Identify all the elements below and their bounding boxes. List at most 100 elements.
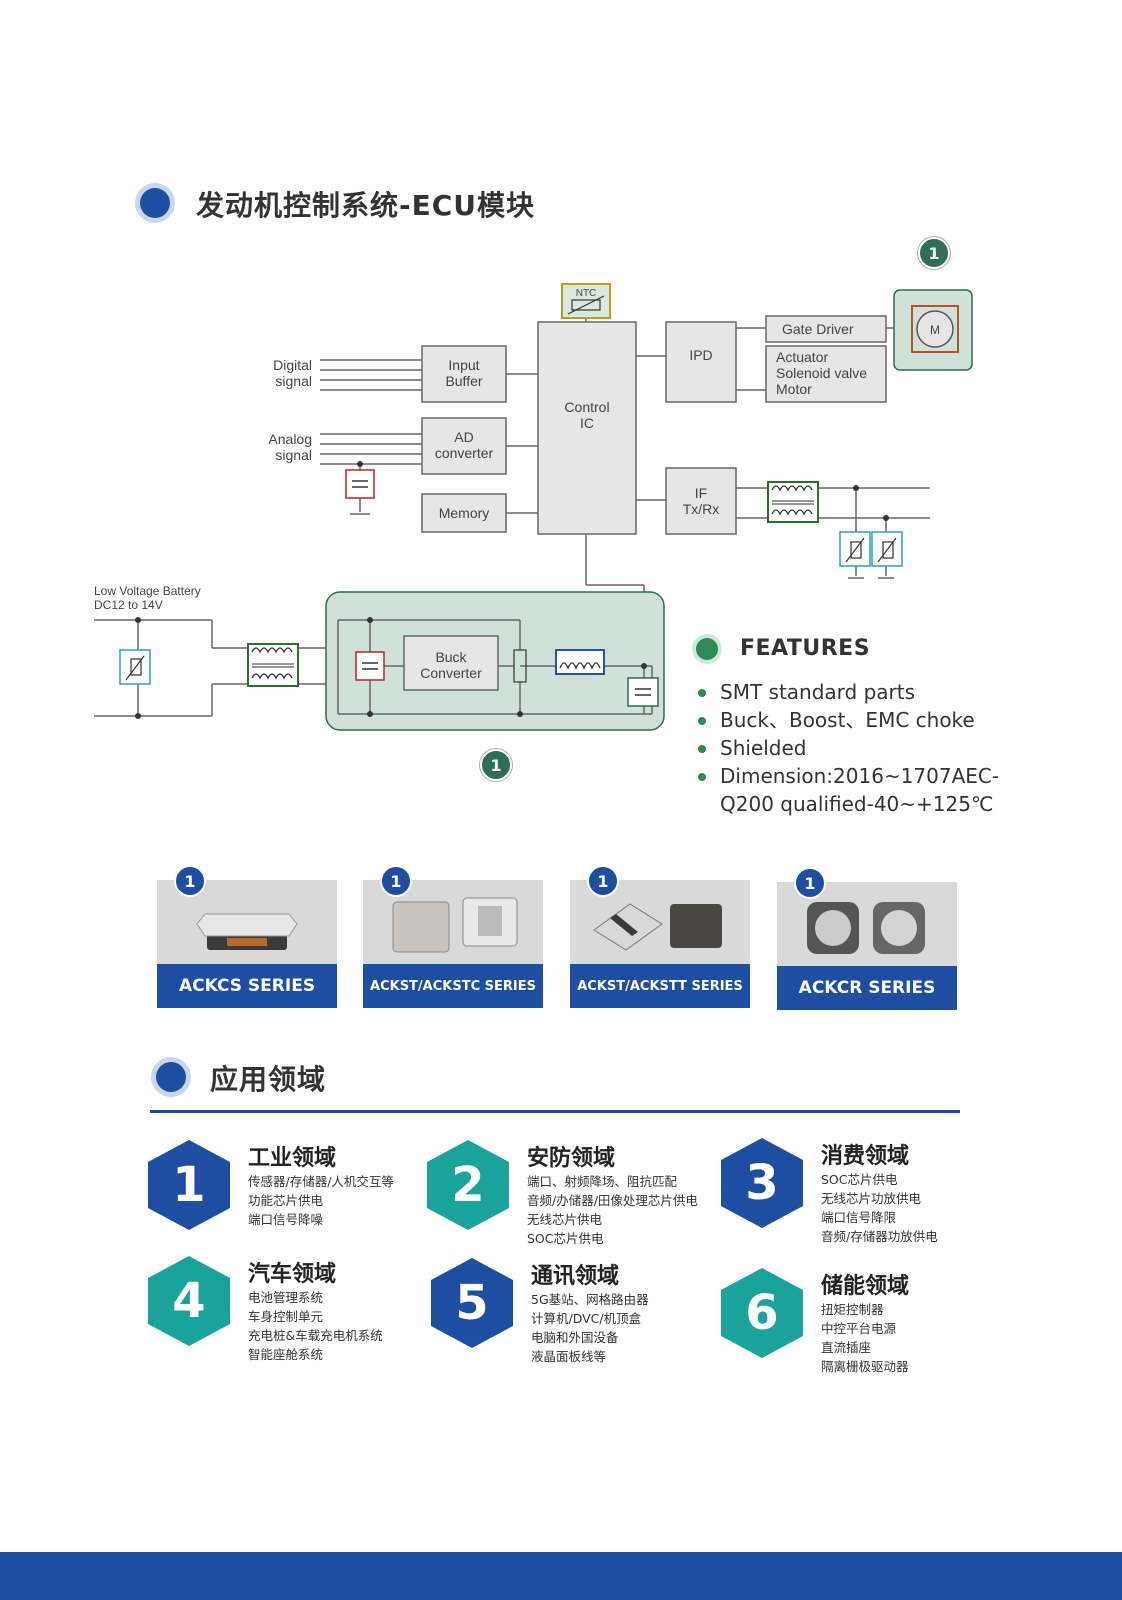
control-ic-label-1: Control [564, 399, 609, 415]
diagram-badge-buck: 1 [480, 749, 512, 781]
actuator-block [765, 345, 887, 403]
section-bullet-icon [156, 1062, 186, 1092]
app-number: 2 [451, 1157, 485, 1213]
app-title: 安防领域 [527, 1146, 616, 1171]
app-line: 无线芯片功放供电 [821, 1191, 922, 1206]
battery-label-1: Low Voltage Battery [94, 584, 201, 598]
product-card-ackst-ackstc[interactable]: ACKST/ACKSTC SERIES 1 [363, 865, 543, 1008]
digital-signal-label-2: signal [275, 373, 312, 389]
analog-signal-label-1: Analog [268, 431, 312, 447]
app-description: SOC芯片供电 无线芯片功放供电 端口信号降限 音频/存储器功放供电 [821, 1170, 938, 1246]
product-series-label: ACKST/ACKSTC SERIES [363, 964, 543, 1008]
actuator-label-2: Solenoid valve [776, 365, 867, 381]
app-line: 扭矩控制器 [821, 1302, 884, 1317]
app-line: 液晶面板线等 [531, 1349, 607, 1364]
control-ic-block [537, 321, 637, 535]
product-card-ackst-ackstt[interactable]: ACKST/ACKSTT SERIES 1 [570, 865, 750, 1008]
section-title-ecu: 发动机控制系统-ECU模块 [196, 189, 536, 222]
if-txrx-block [665, 467, 737, 535]
hexagon-icon [427, 1140, 509, 1230]
product-card-ackcr[interactable]: ACKCR SERIES 1 [777, 867, 957, 1010]
app-line: 直流插座 [821, 1340, 872, 1355]
product-series-label: ACKST/ACKSTT SERIES [570, 964, 750, 1008]
app-line: 传感器/存储器/人机交互等 [248, 1174, 394, 1189]
product-badge: 1 [794, 867, 826, 899]
gate-driver-block [765, 315, 887, 343]
app-line: 中控平台电源 [821, 1321, 897, 1336]
input-buffer-block [421, 345, 507, 403]
product-series-label: ACKCS SERIES [157, 964, 337, 1008]
app-title: 储能领域 [821, 1274, 910, 1299]
motor-label: M [930, 323, 940, 337]
feature-item: Buck、Boost、EMC choke [698, 706, 1000, 734]
inductor-icon [196, 913, 298, 950]
app-number: 6 [745, 1285, 779, 1341]
control-ic-label-2: IC [580, 415, 594, 431]
analog-signal-label-2: signal [275, 447, 312, 463]
app-number: 3 [745, 1155, 779, 1211]
hexagon-icon [148, 1256, 230, 1346]
app-line: 电脑和外国没备 [531, 1330, 619, 1345]
ntc-label: NTC [576, 288, 597, 299]
app-line: 计算机/DVC/机顶盒 [531, 1311, 642, 1326]
buck-label-1: Buck [435, 649, 467, 665]
app-line: 电池管理系统 [248, 1290, 324, 1305]
app-line: 端口信号降噪 [248, 1212, 324, 1227]
app-title: 汽车领域 [248, 1262, 337, 1287]
feature-item: Shielded [698, 734, 1000, 762]
app-line: 音频/办储器/田像处理芯片供电 [527, 1193, 698, 1208]
product-badge: 1 [174, 865, 206, 897]
diagram-badge-motor: 1 [918, 237, 950, 269]
app-description: 5G基站、网格路由器 计算机/DVC/机顶盒 电脑和外国没备 液晶面板线等 [531, 1290, 649, 1366]
app-line: 充电桩&车载充电机系统 [248, 1328, 383, 1343]
buck-label-2: Converter [420, 665, 482, 681]
feature-item: Dimension:2016~1707AEC-Q200 qualified-40… [698, 762, 1000, 818]
app-description: 传感器/存储器/人机交互等 功能芯片供电 端口信号降噪 [248, 1172, 394, 1229]
app-title: 通讯领域 [531, 1264, 620, 1289]
app-line: 端口信号降限 [821, 1210, 897, 1225]
ipd-label: IPD [689, 347, 712, 363]
product-series-label: ACKCR SERIES [777, 966, 957, 1010]
hexagon-icon [721, 1268, 803, 1358]
product-badge: 1 [380, 865, 412, 897]
app-line: 智能座舱系统 [248, 1347, 324, 1362]
section-divider [150, 1110, 960, 1113]
app-line: 端口、射频降场、阻抗匹配 [527, 1174, 678, 1189]
hexagon-icon [431, 1258, 513, 1348]
battery-label-2: DC12 to 14V [94, 598, 163, 612]
app-line: SOC芯片供电 [821, 1172, 898, 1187]
gate-driver-label: Gate Driver [782, 321, 854, 337]
app-title: 工业领域 [248, 1146, 337, 1171]
product-image [157, 880, 337, 964]
memory-block [421, 493, 507, 533]
app-line: 功能芯片供电 [248, 1193, 324, 1208]
product-image [363, 880, 543, 964]
app-description: 端口、射频降场、阻抗匹配 音频/办储器/田像处理芯片供电 无线芯片供电 SOC芯… [527, 1172, 698, 1248]
actuator-label-1: Actuator [776, 349, 828, 365]
footer-bar [0, 1552, 1122, 1600]
app-line: 5G基站、网格路由器 [531, 1292, 649, 1307]
txrx-label: Tx/Rx [683, 501, 720, 517]
inductor-icon [392, 897, 518, 953]
app-number: 4 [172, 1273, 206, 1329]
input-buffer-label-1: Input [448, 357, 479, 373]
section-bullet-icon [140, 188, 170, 218]
memory-label: Memory [439, 505, 490, 521]
feature-item: SMT standard parts [698, 678, 1000, 706]
features-bullet-icon [696, 638, 718, 660]
app-title: 消费领域 [821, 1144, 910, 1169]
ad-converter-block [421, 417, 507, 475]
input-buffer-label-2: Buffer [445, 373, 482, 389]
features-list: SMT standard parts Buck、Boost、EMC choke … [698, 678, 1000, 818]
buck-converter-block [403, 635, 499, 691]
digital-signal-label-1: Digital [273, 357, 312, 373]
product-card-ackcs[interactable]: ACKCS SERIES 1 [157, 865, 337, 1008]
ipd-block [665, 321, 737, 403]
inductor-icon [807, 902, 925, 954]
ad-converter-label-2: converter [435, 445, 494, 461]
ad-converter-label-1: AD [454, 429, 473, 445]
app-line: 隔离栅极驱动器 [821, 1359, 909, 1374]
app-number: 5 [455, 1275, 489, 1331]
product-badge: 1 [587, 865, 619, 897]
app-line: 车身控制单元 [248, 1309, 324, 1324]
